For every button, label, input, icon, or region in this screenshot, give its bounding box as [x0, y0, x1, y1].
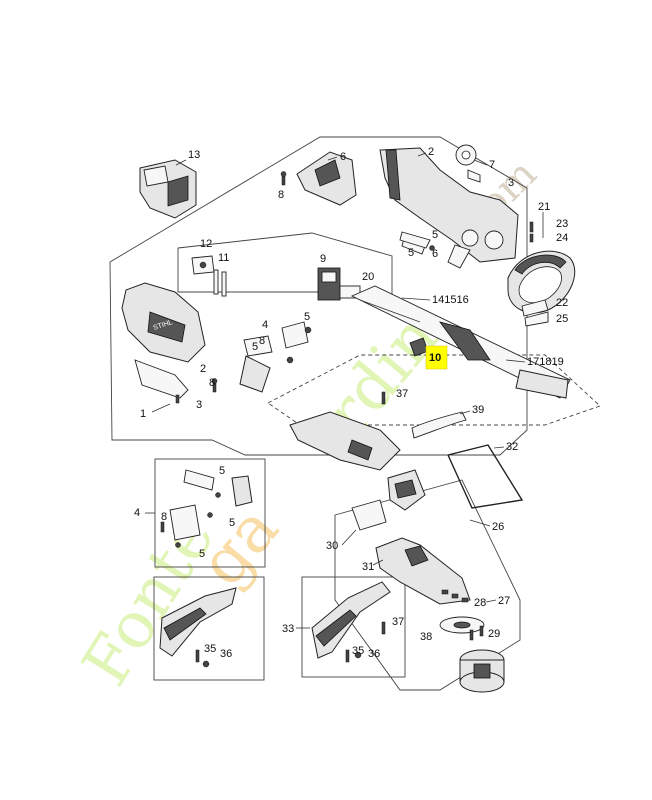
label-10: 10 [429, 352, 441, 364]
label-30: 30 [326, 540, 338, 552]
label-22: 22 [556, 297, 568, 309]
label-13: 13 [188, 149, 200, 161]
label-12: 12 [200, 238, 212, 250]
label-5d: 5 [219, 465, 225, 477]
label-5a: 5 [432, 229, 438, 241]
part-1-housing-left: STIHL [121, 282, 206, 363]
label-5f: 5 [199, 548, 205, 560]
part-8-screws-left [175, 378, 218, 404]
part-35-36-pins-left [195, 649, 210, 668]
part-23-24-screws [529, 221, 534, 243]
part-2-housing-right [379, 147, 519, 269]
part-10-motor [409, 337, 429, 357]
label-36b: 36 [368, 648, 380, 660]
part-35-36-37-pins [345, 621, 386, 663]
frame-guard-33 [301, 576, 406, 678]
label-21: 21 [538, 201, 550, 213]
label-4a: 4 [262, 319, 268, 331]
label-28: 28 [474, 597, 486, 609]
label-8c: 8 [259, 335, 265, 347]
label-2a: 2 [428, 146, 434, 158]
part-31-gearbox-body [375, 537, 471, 605]
part-8-screw-top [280, 171, 287, 186]
label-5g: 5 [408, 247, 414, 259]
part-38-disc [439, 616, 485, 634]
part-5-switch-upper [399, 231, 431, 249]
part-39-handle-bar [411, 411, 467, 439]
label-14-16: 141516 [432, 294, 469, 306]
label-3b: 3 [196, 399, 202, 411]
part-4-subassembly [160, 469, 253, 548]
label-8b: 8 [209, 377, 215, 389]
part-9-electronics [317, 267, 361, 301]
highlight-part-10 [425, 345, 448, 370]
label-9: 9 [320, 253, 326, 265]
part-32-guard-wire [447, 444, 524, 509]
part-13-cover [139, 159, 197, 219]
label-1: 1 [140, 408, 146, 420]
part-26-gear-head [387, 469, 426, 511]
part-34-guard-left [159, 587, 237, 657]
label-26: 26 [492, 521, 504, 533]
label-37a: 37 [396, 388, 408, 400]
part-21-loop-handle [507, 250, 576, 314]
label-32: 32 [506, 441, 518, 453]
label-35a: 35 [204, 643, 216, 655]
part-trimmer-head [459, 649, 505, 693]
label-23: 23 [556, 218, 568, 230]
label-5b: 5 [304, 311, 310, 323]
part-22-25-clamp [521, 299, 549, 327]
label-33: 33 [282, 623, 294, 635]
part-33-guard [311, 581, 391, 659]
label-37b: 37 [392, 616, 404, 628]
label-31: 31 [362, 561, 374, 573]
label-11: 11 [218, 252, 229, 264]
label-6b: 6 [432, 248, 438, 260]
label-2b: 2 [200, 363, 206, 375]
part-11-springs [213, 269, 227, 297]
label-5c: 5 [252, 341, 258, 353]
label-7: 7 [489, 159, 495, 171]
label-39: 39 [472, 404, 484, 416]
part-29-screws [469, 625, 484, 641]
part-shaft-lower-housing [289, 411, 401, 471]
label-4b: 4 [134, 507, 140, 519]
part-7-ring [455, 144, 481, 183]
label-29: 29 [488, 628, 500, 640]
label-38: 38 [420, 631, 432, 643]
frame-main-housing [109, 136, 528, 456]
label-6a: 6 [340, 151, 346, 163]
label-24: 24 [556, 232, 568, 244]
label-3a: 3 [508, 177, 514, 189]
part-12-switch [191, 255, 215, 275]
part-37-pin-upper [381, 391, 386, 405]
label-35b: 35 [352, 645, 364, 657]
label-8d: 8 [161, 511, 167, 523]
part-30-bracket [351, 499, 387, 531]
label-36a: 36 [220, 648, 232, 660]
label-27: 27 [498, 595, 510, 607]
label-8a: 8 [278, 189, 284, 201]
label-25: 25 [556, 313, 568, 325]
label-5e: 5 [229, 517, 235, 529]
label-20: 20 [362, 271, 374, 283]
part-shaft [350, 285, 571, 399]
label-17-19: 171819 [527, 356, 564, 368]
frame-guard-left [153, 576, 265, 681]
part-4-5-switch-assembly [239, 321, 312, 393]
part-6-top-cover [296, 151, 357, 206]
part-28-screws [441, 589, 469, 603]
part-2-trigger-lever [134, 359, 189, 399]
